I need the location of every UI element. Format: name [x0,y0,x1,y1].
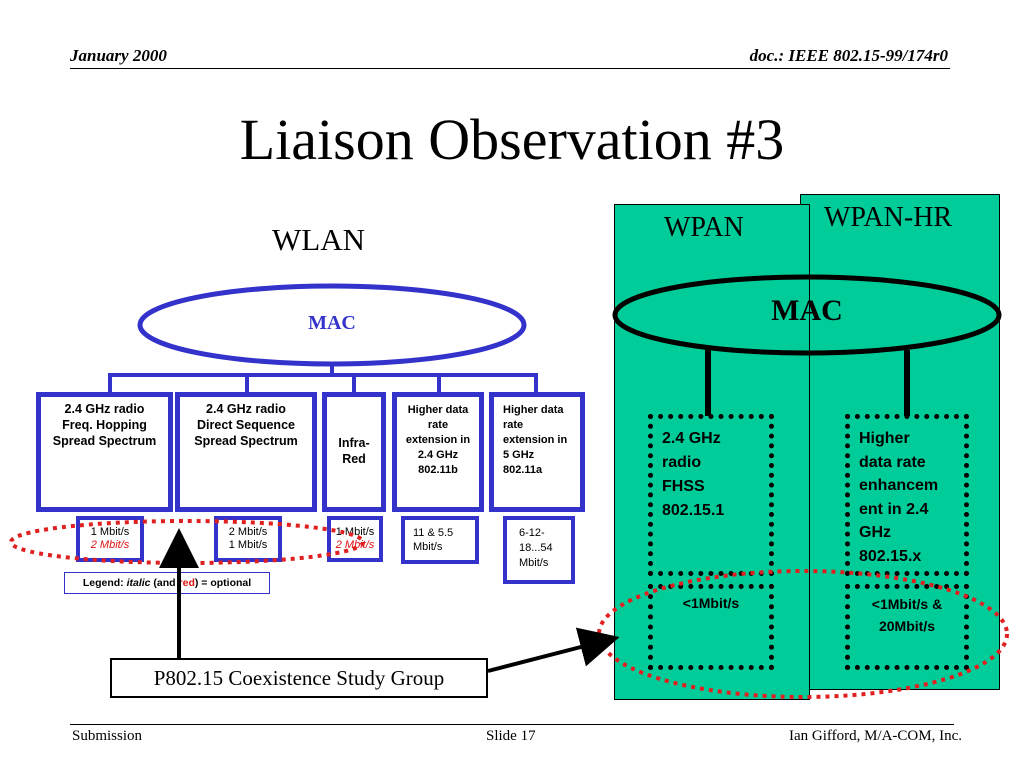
wlan-drop-3 [352,373,356,395]
wpan-connector-right [904,350,910,416]
wpan-connector-left [705,350,711,416]
callout-box: P802.15 Coexistence Study Group [110,658,488,698]
header-date: January 2000 [70,46,167,65]
rate-box-80211a: 6-12- 18...54 Mbit/s [503,516,575,584]
wlan-mac-label: MAC [308,312,356,334]
footer-submission: Submission [72,728,143,744]
wlan-optional-ellipse [9,519,365,565]
header-rule [70,68,950,69]
footer-slide-number: Slide 17 [486,728,536,744]
legend-mid: (and [150,577,179,589]
legend-suffix: ) = optional [194,577,252,589]
wlan-drop-1 [108,373,112,395]
wpan-hr-label: WPAN-HR [824,202,953,233]
footer-author: Ian Gifford, M/A-COM, Inc. [788,728,962,744]
legend-italic: italic [126,577,151,589]
rate-box-80211b: 11 & 5.5 Mbit/s [401,516,479,564]
legend-red: red [178,577,195,589]
footer-rule [70,724,954,725]
slide-title: Liaison Observation #3 [239,107,785,172]
wpan-mac-ellipse [612,274,1002,356]
wpan-label: WPAN [664,212,744,243]
wpan-mac-label: MAC [771,294,843,327]
wpan-rate-high-rate: <1Mbit/s &20Mbit/s [845,584,969,670]
wlan-bus [108,373,538,377]
wpan-optional-ellipse [597,569,1009,699]
legend-box: Legend: italic (and red) = optional [64,572,270,594]
wlan-drop-2 [245,373,249,395]
header-doc-id: doc.: IEEE 802.15-99/174r0 [749,46,948,65]
rate-box-fhss: 1 Mbit/s 2 Mbit/s [76,516,144,562]
wlan-mac-stem [330,362,334,376]
legend-prefix: Legend: [82,577,127,589]
rate-box-ir: 1 Mbit/s 2 Mbit/s [327,516,383,562]
wpan-panel [614,204,810,700]
wpan-rate-fhss: <1Mbit/s [648,584,774,670]
wlan-drop-4 [437,373,441,395]
wlan-label: WLAN [272,222,365,257]
wlan-drop-5 [534,373,538,395]
phy-box-ir: Infra-Red [322,392,386,512]
